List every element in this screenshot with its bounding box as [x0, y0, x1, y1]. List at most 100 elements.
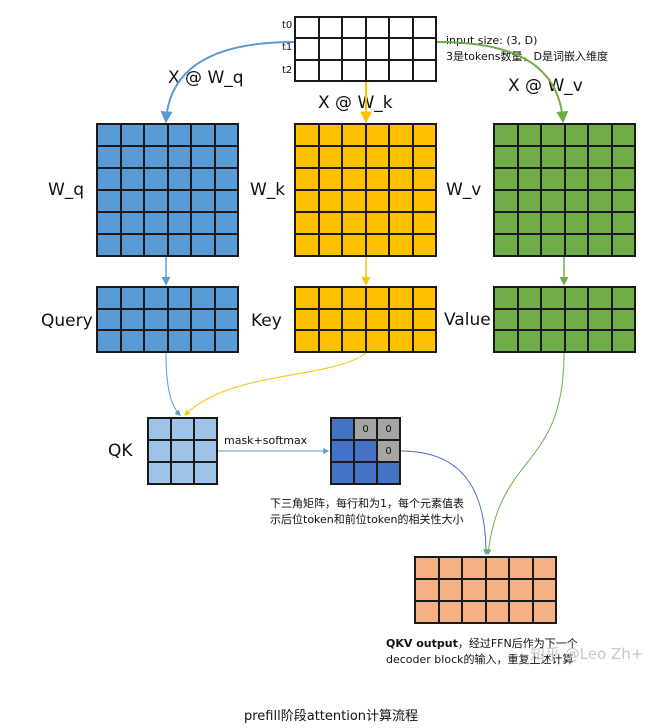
matrix-cell [517, 287, 541, 309]
matrix-cell [564, 190, 588, 212]
matrix-cell [517, 146, 541, 168]
matrix-cell [611, 308, 635, 331]
matrix-cell [214, 234, 238, 256]
matrix-cell [342, 287, 366, 309]
matrix-cell [144, 212, 168, 234]
matrix-cell [494, 330, 518, 352]
matrix-cell [214, 330, 238, 352]
matrix-cell [365, 212, 389, 234]
matrix-cell [377, 462, 400, 484]
matrix-cell [342, 124, 366, 146]
matrix-cell [412, 59, 436, 81]
key-label: Key [251, 311, 282, 331]
matrix-cell [389, 308, 413, 331]
weight-label-wv: W_v [446, 180, 482, 200]
matrix-cell [342, 17, 366, 39]
matrix-cell [191, 190, 215, 212]
matrix-cell [415, 557, 439, 579]
mask-note-line2: 示后位token和前位token的相关性大小 [270, 513, 464, 526]
matrix-cell: 0 [377, 418, 400, 440]
matrix-cell [365, 146, 389, 168]
matrix-cell [97, 168, 121, 190]
matrix-cell [97, 330, 121, 352]
matrix-cell [412, 38, 436, 60]
matrix-cell [365, 168, 389, 190]
matrix-cell [541, 168, 565, 190]
value-matrix [493, 286, 636, 353]
matrix-cell [494, 124, 518, 146]
matrix-cell [331, 418, 354, 440]
matrix-cell [191, 168, 215, 190]
matrix-cell [415, 601, 439, 623]
matrix-cell [509, 601, 533, 623]
matrix-cell [389, 38, 413, 60]
matrix-cell [295, 146, 319, 168]
arrow-value-to-output [485, 352, 565, 556]
matrix-cell [295, 124, 319, 146]
matrix-cell [365, 190, 389, 212]
matrix-cell [342, 38, 366, 60]
matrix-cell [588, 212, 612, 234]
matrix-cell [167, 124, 191, 146]
matrix-cell [318, 234, 342, 256]
weight-matrix-wv [493, 123, 636, 257]
matrix-cell [191, 146, 215, 168]
qkv-output-note-line2: decoder block的输入，重复上述计算 [386, 653, 574, 666]
matrix-cell [494, 212, 518, 234]
matrix-cell [412, 124, 436, 146]
matrix-cell [365, 308, 389, 331]
matrix-cell [412, 287, 436, 309]
matrix-cell [564, 146, 588, 168]
projection-label-v: X @ W_v [508, 76, 583, 96]
matrix-cell [295, 330, 319, 352]
query-label: Query [41, 311, 93, 331]
input-size-note-2: 3是tokens数量，D是词嵌入维度 [446, 50, 608, 63]
matrix-cell [214, 287, 238, 309]
input-row-label-t2: t2 [282, 65, 293, 76]
matrix-cell [342, 59, 366, 81]
matrix-cell [97, 234, 121, 256]
matrix-cell [509, 557, 533, 579]
matrix-cell [171, 462, 194, 484]
matrix-cell [120, 190, 144, 212]
matrix-cell [148, 418, 171, 440]
matrix-cell [342, 330, 366, 352]
matrix-cell [365, 330, 389, 352]
matrix-cell [564, 308, 588, 331]
weight-matrix-wq [96, 123, 239, 257]
matrix-cell [438, 579, 462, 601]
weight-matrix-wk [294, 123, 437, 257]
matrix-cell [167, 287, 191, 309]
matrix-cell [485, 601, 509, 623]
matrix-cell [97, 287, 121, 309]
matrix-cell [167, 234, 191, 256]
matrix-cell [97, 308, 121, 331]
matrix-cell [191, 287, 215, 309]
matrix-cell [611, 168, 635, 190]
matrix-cell [541, 212, 565, 234]
matrix-cell [389, 330, 413, 352]
weight-label-wk: W_k [250, 180, 286, 200]
matrix-cell [191, 212, 215, 234]
matrix-cell [412, 146, 436, 168]
matrix-cell [389, 234, 413, 256]
matrix-cell [438, 557, 462, 579]
matrix-cell [564, 124, 588, 146]
qkv-output-matrix [414, 556, 557, 624]
matrix-cell [171, 440, 194, 462]
matrix-cell [318, 212, 342, 234]
matrix-cell [517, 168, 541, 190]
matrix-cell: 0 [354, 418, 377, 440]
matrix-cell [148, 440, 171, 462]
matrix-cell [194, 440, 217, 462]
matrix-cell [194, 418, 217, 440]
matrix-cell [318, 124, 342, 146]
matrix-cell [541, 234, 565, 256]
matrix-cell [144, 330, 168, 352]
arrow-mask-to-output [400, 450, 489, 556]
watermark: 知乎 @Leo Zh+ [530, 645, 644, 663]
matrix-cell [541, 124, 565, 146]
matrix-cell [354, 440, 377, 462]
matrix-cell [415, 579, 439, 601]
